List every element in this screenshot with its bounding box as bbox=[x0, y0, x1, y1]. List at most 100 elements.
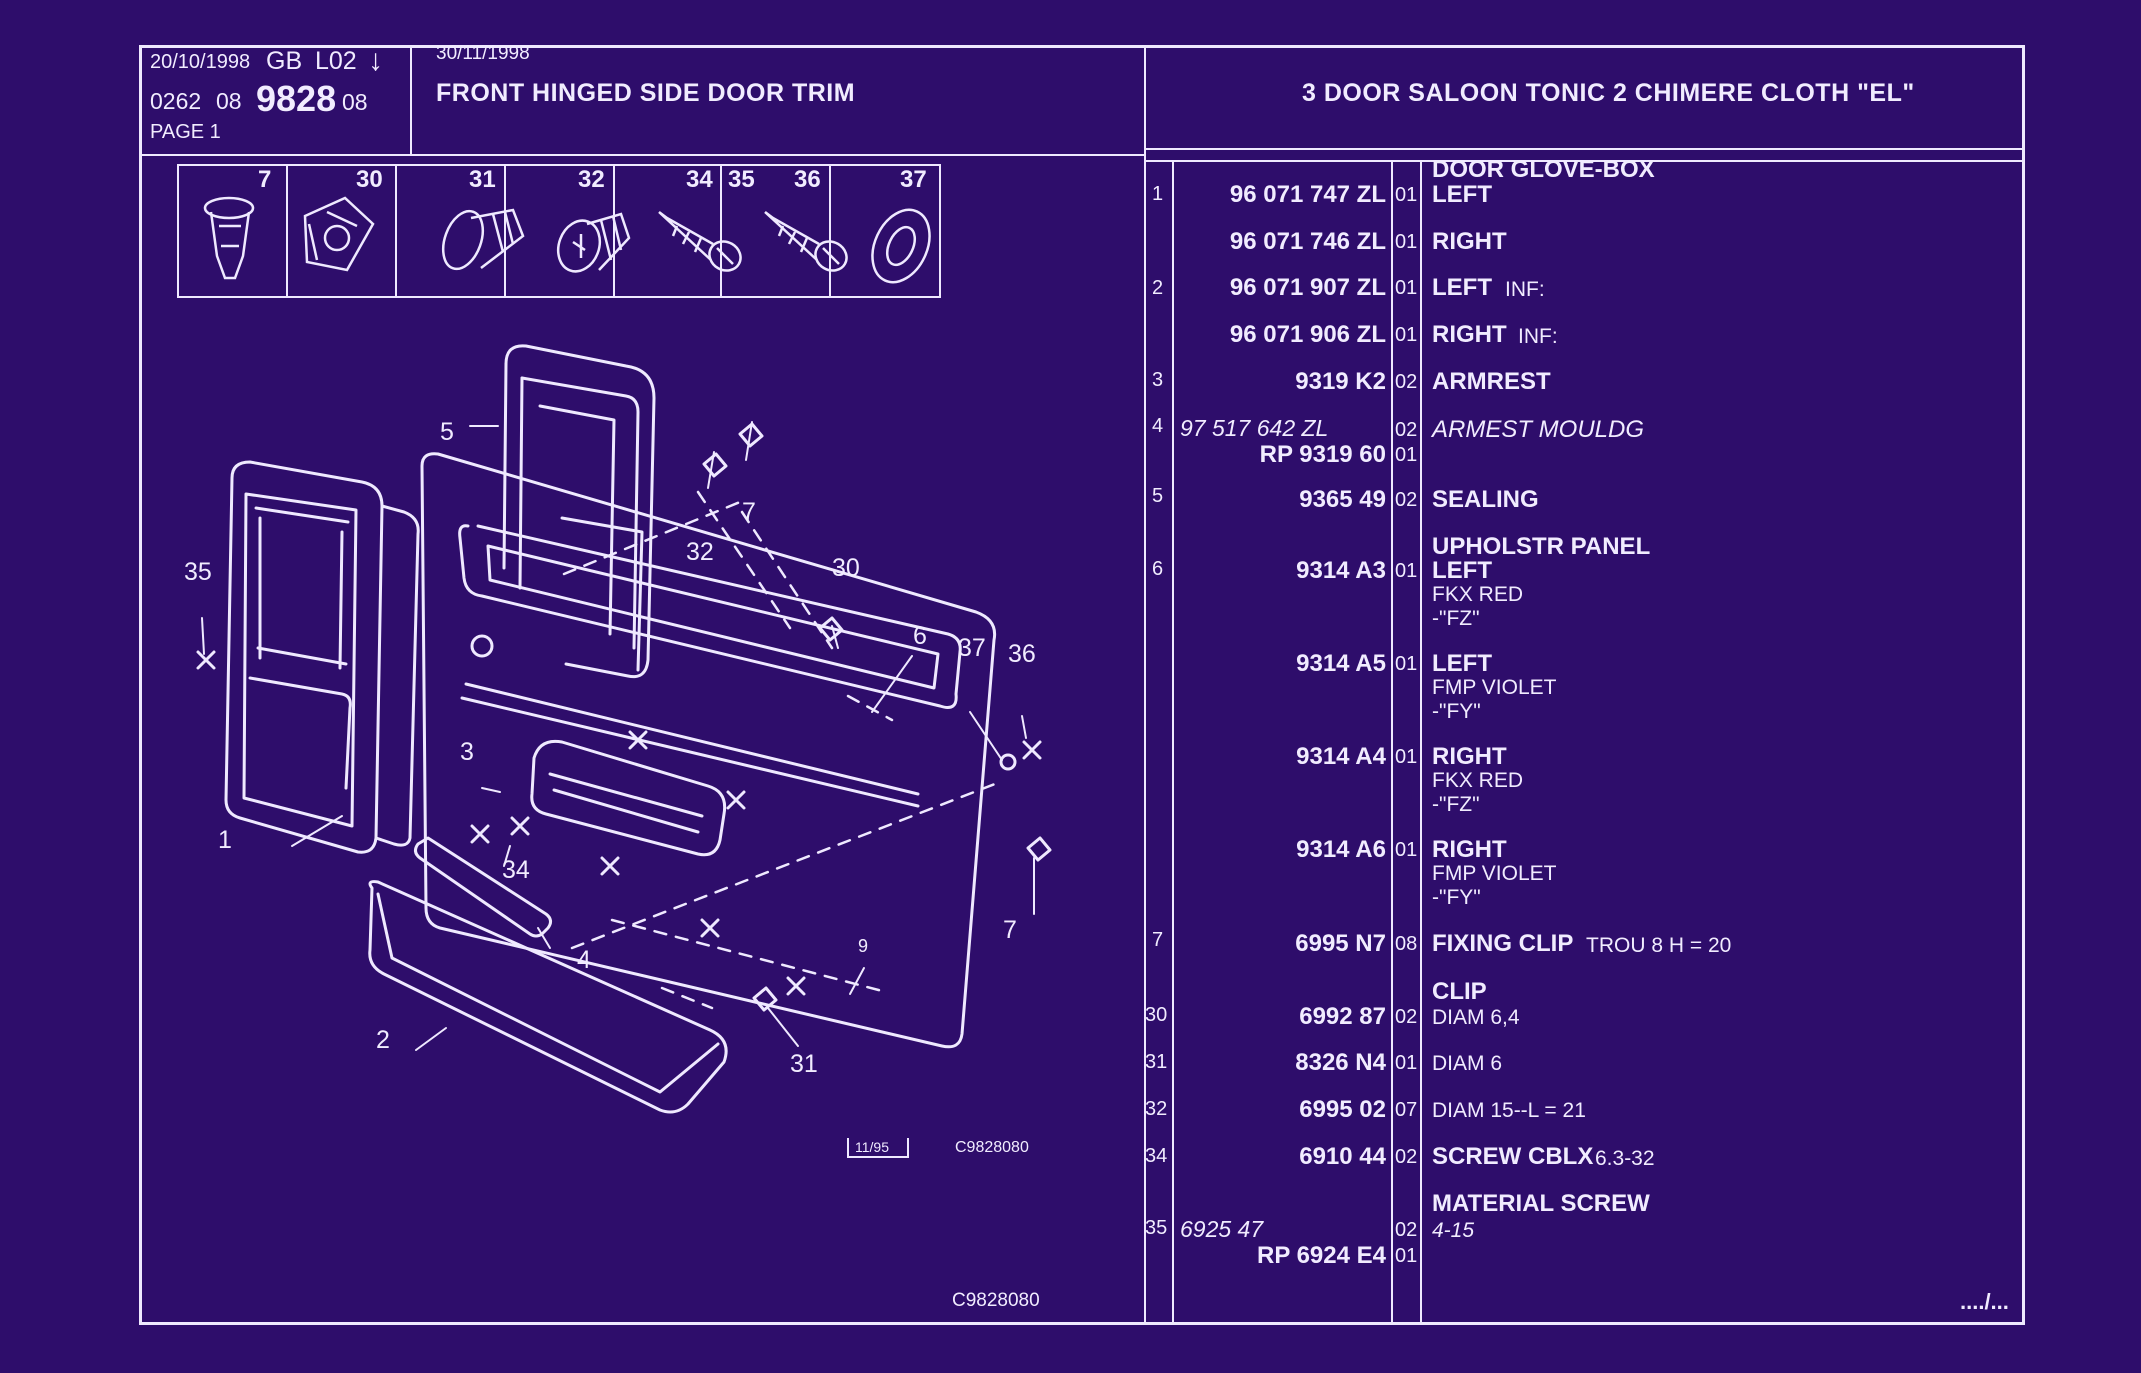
page-number: PAGE 1 bbox=[150, 121, 221, 143]
part-description-superseded: 4-15 bbox=[1432, 1219, 1475, 1242]
hardware-strip bbox=[177, 164, 941, 298]
callout-label: 35 bbox=[184, 558, 212, 586]
part-description: RIGHT bbox=[1432, 836, 1507, 863]
hardware-num: 34 bbox=[686, 166, 713, 193]
hardware-glyphs bbox=[203, 196, 931, 284]
part-extra: INF: bbox=[1505, 278, 1545, 301]
part-trim-code: -"FZ" bbox=[1432, 607, 1480, 630]
part-description: RIGHT bbox=[1432, 743, 1507, 770]
part-trim-color: FMP VIOLET bbox=[1432, 862, 1557, 885]
part-number: 96 071 747 ZL bbox=[1229, 181, 1386, 208]
footer-reference: C9828080 bbox=[952, 1290, 1040, 1311]
part-number: 9365 49 bbox=[1299, 486, 1386, 513]
callout-label: 9 bbox=[858, 936, 868, 956]
part-index: 30 bbox=[1145, 1004, 1168, 1026]
table-col-divider-3 bbox=[1420, 160, 1422, 1325]
callout-label: 36 bbox=[1008, 640, 1036, 668]
part-description: ARMREST bbox=[1432, 368, 1551, 395]
callout-label: 6 bbox=[913, 622, 927, 650]
part-quantity: 01 bbox=[1395, 746, 1418, 768]
callout-label: 3 bbox=[460, 738, 474, 766]
table-col-divider-2 bbox=[1391, 160, 1393, 1325]
hardware-num: 32 bbox=[578, 166, 605, 193]
part-index: 6 bbox=[1152, 558, 1164, 580]
washer-icon bbox=[871, 208, 931, 284]
part-number: 6992 87 bbox=[1299, 1003, 1386, 1030]
part-trim-color: FKX RED bbox=[1432, 583, 1524, 606]
part-trim-color: FKX RED bbox=[1432, 769, 1524, 792]
issue-date: 20/10/1998 bbox=[150, 51, 251, 73]
part-description: LEFT bbox=[1432, 557, 1492, 584]
revision-date: 30/11/1998 bbox=[436, 43, 530, 64]
lower-glove-box-part bbox=[368, 880, 728, 1114]
hardware-num: 30 bbox=[356, 166, 383, 193]
screw-icon bbox=[764, 211, 848, 272]
part-extra: 6.3-32 bbox=[1595, 1147, 1655, 1170]
table-top-line bbox=[1144, 160, 2024, 162]
part-description: LEFT bbox=[1432, 181, 1492, 208]
push-rivet-icon bbox=[441, 208, 525, 271]
part-description: SCREW CBLX bbox=[1432, 1143, 1594, 1170]
part-trim-code: -"FY" bbox=[1432, 886, 1481, 909]
part-quantity: 01 bbox=[1395, 231, 1418, 253]
upholstery-panel-part bbox=[420, 452, 997, 1049]
part-quantity: 01 bbox=[1395, 444, 1418, 466]
callout-label: 37 bbox=[958, 634, 986, 662]
armrest-part bbox=[530, 739, 727, 857]
threaded-insert-icon bbox=[556, 212, 631, 273]
part-index: 1 bbox=[1152, 183, 1164, 205]
ref-suffix: 08 bbox=[342, 89, 368, 115]
level-code: L02 bbox=[315, 47, 357, 75]
hardware-divider bbox=[613, 164, 615, 298]
glove-box-part bbox=[224, 460, 420, 854]
part-quantity: 02 bbox=[1395, 371, 1418, 393]
part-quantity: 07 bbox=[1395, 1099, 1418, 1121]
part-index: 31 bbox=[1145, 1051, 1168, 1073]
part-index: 3 bbox=[1152, 369, 1164, 391]
diagram-callouts: 1 2 3 4 5 6 7 7 9 30 31 32 34 35 36 37 bbox=[184, 418, 1036, 1078]
part-quantity: 02 bbox=[1395, 419, 1418, 441]
drawing-stamp-box bbox=[847, 1138, 909, 1158]
ref-prefix: 0262 bbox=[150, 88, 202, 114]
part-number-superseded: 6925 47 bbox=[1180, 1216, 1264, 1242]
ref-group: 08 bbox=[216, 88, 242, 114]
header-divider-left bbox=[142, 154, 1144, 156]
sealing-part bbox=[502, 344, 656, 679]
part-quantity: 01 bbox=[1395, 839, 1418, 861]
callout-label: 1 bbox=[218, 826, 232, 854]
parts-sheet: 20/10/1998 GB L02 ↓ 0262 08 9828 08 PAGE… bbox=[139, 43, 2025, 1325]
part-number: 9314 A6 bbox=[1296, 836, 1386, 863]
part-quantity: 02 bbox=[1395, 489, 1418, 511]
part-quantity: 08 bbox=[1395, 933, 1418, 955]
hardware-num: 7 bbox=[258, 166, 272, 193]
part-quantity: 01 bbox=[1395, 324, 1418, 346]
header-divider-right bbox=[1144, 148, 2024, 150]
part-index: 34 bbox=[1145, 1145, 1168, 1167]
part-description: SEALING bbox=[1432, 486, 1539, 513]
down-arrow-icon: ↓ bbox=[368, 44, 383, 77]
part-index: 32 bbox=[1145, 1098, 1168, 1120]
part-number: 96 071 906 ZL bbox=[1229, 321, 1386, 348]
hardware-divider bbox=[286, 164, 288, 298]
part-quantity: 02 bbox=[1395, 1146, 1418, 1168]
part-quantity: 02 bbox=[1395, 1006, 1418, 1028]
part-quantity: 01 bbox=[1395, 560, 1418, 582]
page-title: FRONT HINGED SIDE DOOR TRIM bbox=[436, 79, 856, 107]
part-trim-code: -"FY" bbox=[1432, 700, 1481, 723]
part-number: 9314 A5 bbox=[1296, 650, 1386, 677]
part-number: 8326 N4 bbox=[1295, 1049, 1386, 1076]
replacement-part-number: RP 6924 E4 bbox=[1257, 1242, 1386, 1269]
part-quantity: 01 bbox=[1395, 1245, 1418, 1267]
callout-label: 34 bbox=[502, 856, 530, 884]
part-extra: INF: bbox=[1518, 325, 1558, 348]
part-description: LEFT bbox=[1432, 650, 1492, 677]
drawing-stamp: 11/95 bbox=[855, 1139, 889, 1155]
hardware-num: 31 bbox=[469, 166, 496, 193]
hardware-num: 35 bbox=[728, 166, 755, 193]
hardware-divider bbox=[504, 164, 506, 298]
part-index: 7 bbox=[1152, 929, 1164, 951]
part-number: 6995 02 bbox=[1299, 1096, 1386, 1123]
part-group-title: UPHOLSTR PANEL bbox=[1432, 533, 1651, 560]
part-description: DIAM 6,4 bbox=[1432, 1006, 1520, 1029]
table-col-divider-1 bbox=[1172, 160, 1174, 1325]
